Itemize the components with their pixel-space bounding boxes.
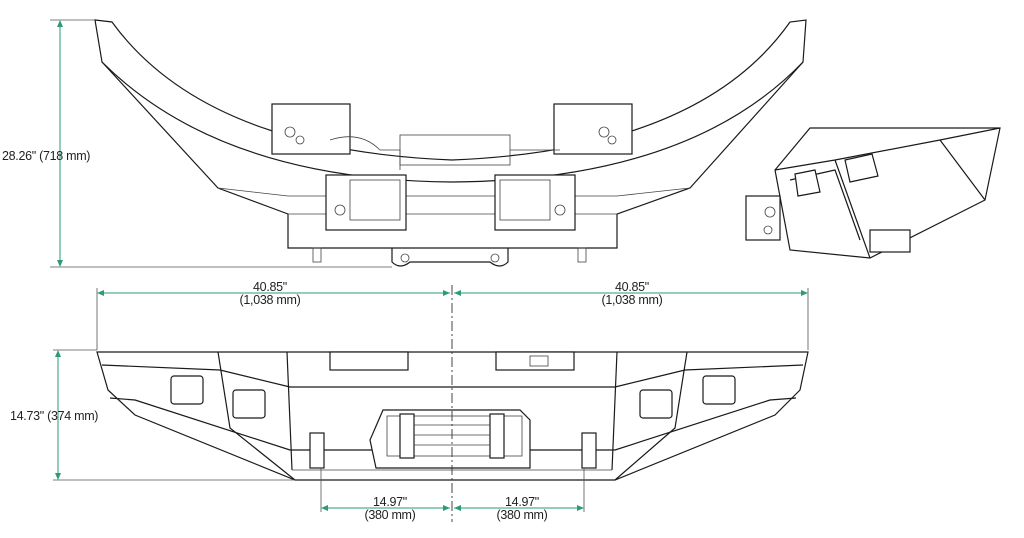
left-width-dimension-label: 40.85" (1,038 mm) xyxy=(220,281,320,307)
right-width-mm: (1,038 mm) xyxy=(601,293,663,307)
right-width-in: 40.85" xyxy=(615,280,649,294)
left-mount-dimension-label: 14.97" (380 mm) xyxy=(340,496,440,522)
right-mount-dimension-label: 14.97" (380 mm) xyxy=(472,496,572,522)
left-width-mm: (1,038 mm) xyxy=(239,293,301,307)
left-mount-in: 14.97" xyxy=(373,495,407,509)
iso-view xyxy=(745,127,1001,259)
dimension-lines xyxy=(50,19,809,522)
left-width-in: 40.85" xyxy=(253,280,287,294)
right-mount-mm: (380 mm) xyxy=(496,508,548,522)
top-view xyxy=(94,19,807,267)
front-view xyxy=(96,351,809,481)
height-dimension-label: 14.73" (374 mm) xyxy=(10,409,99,423)
left-mount-mm: (380 mm) xyxy=(364,508,416,522)
right-width-dimension-label: 40.85" (1,038 mm) xyxy=(582,281,682,307)
right-mount-in: 14.97" xyxy=(505,495,539,509)
depth-dimension-label: 28.26" (718 mm) xyxy=(2,149,91,163)
